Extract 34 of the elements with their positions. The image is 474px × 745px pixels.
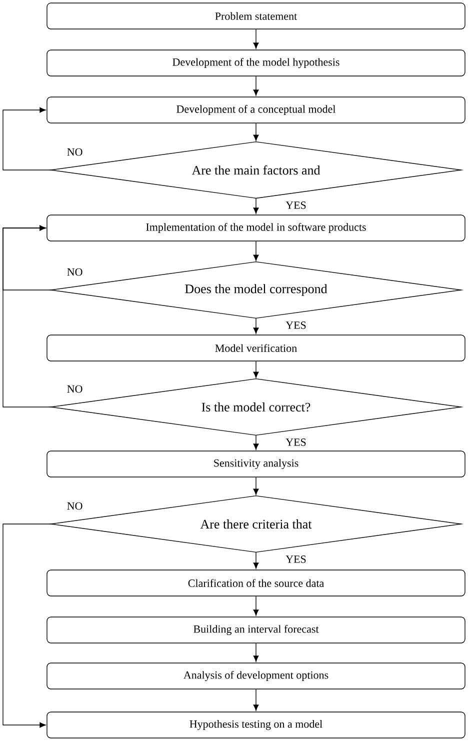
arrow <box>253 76 259 96</box>
arrow <box>2 225 52 408</box>
edge-label: YES <box>284 320 308 330</box>
arrow <box>253 198 259 214</box>
process-box: Sensitivity analysis <box>46 450 466 478</box>
arrow <box>253 241 259 261</box>
process-box: Clarification of the source data <box>46 570 466 596</box>
arrow <box>253 361 259 378</box>
arrow <box>253 318 259 334</box>
process-box: Model verification <box>46 334 466 362</box>
process-box: Development of the model hypothesis <box>46 50 466 76</box>
edge-label: YES <box>284 200 308 210</box>
edge-label: NO <box>66 501 84 511</box>
process-box: Building an interval forecast <box>46 616 466 644</box>
edge-label: YES <box>284 554 308 564</box>
process-box: Problem statement <box>46 2 466 30</box>
edge-label: NO <box>66 267 84 277</box>
arrow <box>253 552 259 569</box>
process-box: Hypothesis testing on a model <box>46 712 466 738</box>
arrow <box>253 29 259 49</box>
arrow <box>253 643 259 662</box>
process-box: Implementation of the model in software products <box>46 214 466 242</box>
arrow <box>2 524 52 728</box>
process-box: Development of a conceptual model <box>46 96 466 124</box>
arrow <box>253 477 259 495</box>
edge-label: NO <box>66 147 84 157</box>
arrow <box>253 123 259 141</box>
arrow <box>2 107 52 170</box>
edge-label: YES <box>284 438 308 447</box>
arrow <box>253 596 259 616</box>
arrow <box>253 689 259 711</box>
arrow <box>253 434 259 450</box>
edge-label: NO <box>66 384 84 394</box>
process-box: Analysis of development options <box>46 662 466 690</box>
